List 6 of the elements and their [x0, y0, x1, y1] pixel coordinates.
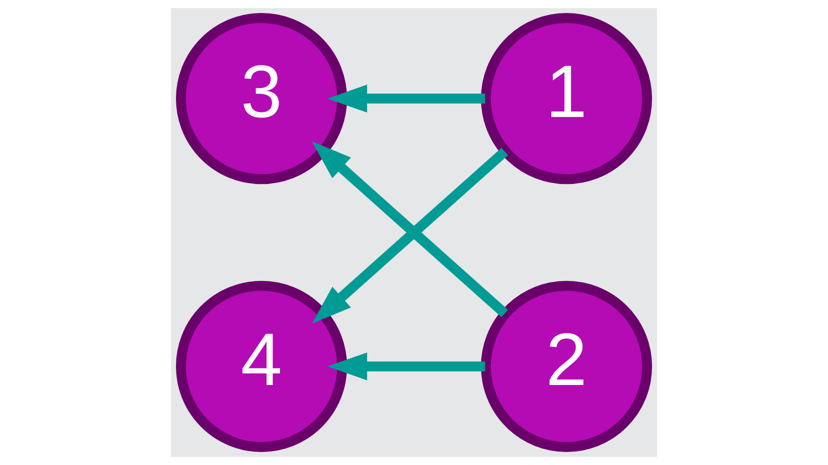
node-circle: 1 — [480, 13, 652, 184]
arrow — [327, 352, 486, 380]
node-circle: 3 — [176, 13, 348, 184]
arrow — [327, 84, 486, 113]
node-circle: 2 — [480, 280, 652, 452]
node-circle: 4 — [176, 280, 348, 452]
